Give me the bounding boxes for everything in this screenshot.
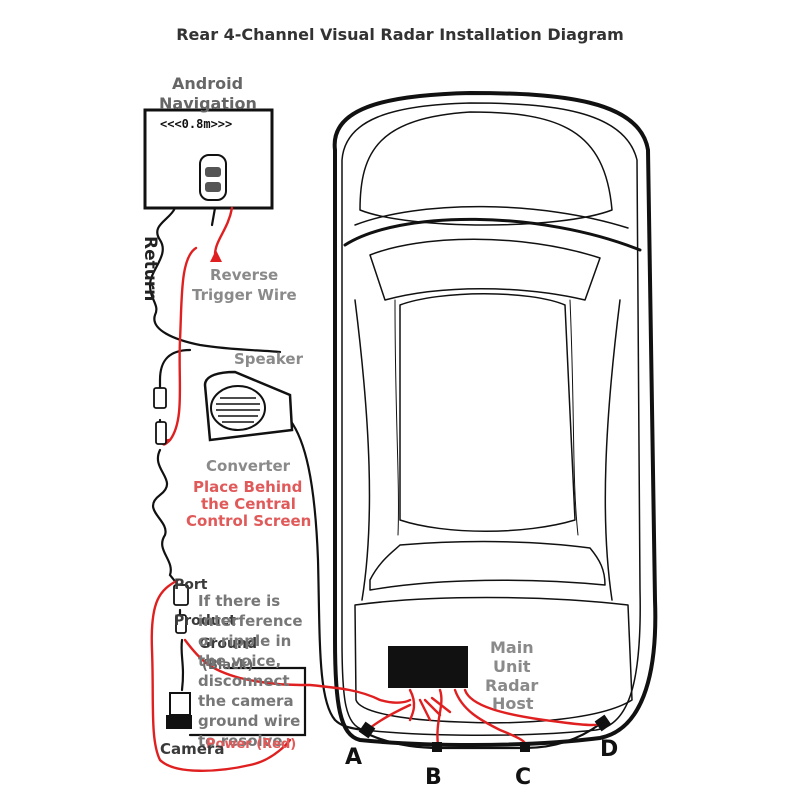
product-label: Product (174, 613, 236, 629)
ground-color-label: (Black) (202, 658, 254, 673)
main-label-line2: Unit (493, 657, 531, 676)
reverse-label-line1: Reverse (210, 266, 279, 284)
note-line6: the camera (198, 692, 294, 710)
note-line2: interference (198, 612, 303, 630)
main-label-line4: Host (492, 694, 534, 713)
note-line8: to resolve (198, 732, 283, 750)
red-wiring (150, 206, 607, 772)
sensor-b-label: B (425, 765, 442, 790)
note-line7: ground wire (198, 712, 301, 730)
converter-label: Converter (206, 457, 291, 475)
sensors (358, 714, 612, 752)
page-title: Rear 4-Channel Visual Radar Installation… (176, 25, 624, 44)
radar-host-box (388, 646, 468, 688)
speaker-label: Speaker (234, 350, 303, 368)
power-label: Power (Red) (206, 737, 297, 752)
note-line1: If there is (198, 592, 281, 610)
black-wiring (148, 206, 602, 750)
car-outline (332, 91, 658, 747)
camera-icon (166, 692, 192, 729)
speaker-converter (203, 370, 294, 442)
note-line5: disconnect (198, 672, 290, 690)
ground-label: Ground (199, 636, 257, 652)
place-label-line3: Control Screen (186, 512, 312, 530)
camera-label: Camera (160, 740, 225, 758)
android-label-line2: Navigation (159, 94, 257, 113)
return-label: Return (140, 236, 160, 302)
sensor-a-label: A (345, 745, 363, 770)
place-label-line2: the Central (201, 495, 296, 513)
note-line3: or ripple in (198, 632, 292, 650)
main-label-line1: Main (490, 638, 534, 657)
place-label-line1: Place Behind (193, 478, 303, 496)
port-label: Port (174, 577, 208, 593)
reverse-label-line2: Trigger Wire (192, 286, 297, 304)
sensor-d-label: D (600, 737, 619, 762)
android-label-line1: Android (172, 74, 244, 93)
distance-label: <<<0.8m>>> (160, 117, 233, 131)
arrow-icon (210, 250, 222, 262)
note-line4: the voice, (198, 652, 282, 670)
main-label-line3: Radar (485, 676, 539, 695)
sensor-c-label: C (515, 765, 532, 790)
android-navigation-unit (143, 108, 274, 210)
connectors (153, 387, 189, 634)
